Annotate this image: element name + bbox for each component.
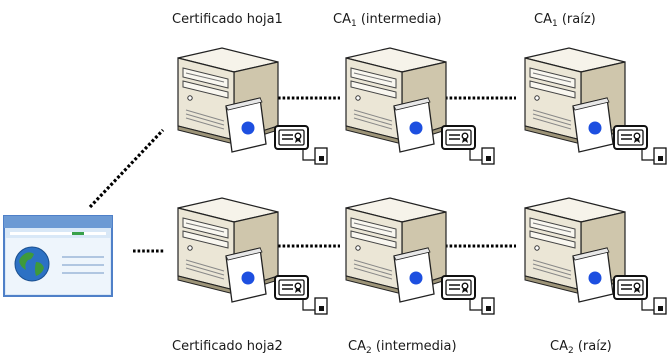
label-leaf-certificate-2: Certificado hoja2 xyxy=(172,339,283,354)
certificate-icon xyxy=(613,125,667,165)
label-ca1-intermediate-sub: 1 xyxy=(350,19,357,29)
server-icon xyxy=(524,47,626,153)
server-icon xyxy=(177,197,279,303)
label-ca1-intermediate-prefix: CA xyxy=(333,12,351,27)
server-icon xyxy=(345,47,447,153)
label-ca1-intermediate-suffix: (intermedia) xyxy=(356,12,442,27)
label-ca2-intermediate: CA2 (intermedia) xyxy=(348,339,457,356)
label-ca1-root: CA1 (raíz) xyxy=(534,12,596,29)
label-ca2-intermediate-prefix: CA xyxy=(348,339,366,354)
label-leaf-certificate-1: Certificado hoja1 xyxy=(172,12,283,27)
label-ca1-root-sub: 1 xyxy=(551,19,558,29)
label-ca2-root-prefix: CA xyxy=(550,339,568,354)
label-ca2-root: CA2 (raíz) xyxy=(550,339,612,356)
browser-window-icon xyxy=(3,215,113,297)
certificate-icon xyxy=(274,275,328,315)
label-ca1-root-suffix: (raíz) xyxy=(557,12,596,27)
certificate-icon xyxy=(613,275,667,315)
label-ca2-intermediate-suffix: (intermedia) xyxy=(371,339,457,354)
server-icon xyxy=(524,197,626,303)
certificate-icon xyxy=(441,125,495,165)
certificate-icon xyxy=(441,275,495,315)
server-icon xyxy=(177,47,279,153)
label-ca2-root-sub: 2 xyxy=(567,346,574,356)
label-ca1-root-prefix: CA xyxy=(534,12,552,27)
link-browser-to-leaf1 xyxy=(88,128,165,209)
certificate-icon xyxy=(274,125,328,165)
label-ca2-root-suffix: (raíz) xyxy=(573,339,612,354)
label-ca1-intermediate: CA1 (intermedia) xyxy=(333,12,442,29)
label-ca2-intermediate-sub: 2 xyxy=(365,346,372,356)
server-icon xyxy=(345,197,447,303)
